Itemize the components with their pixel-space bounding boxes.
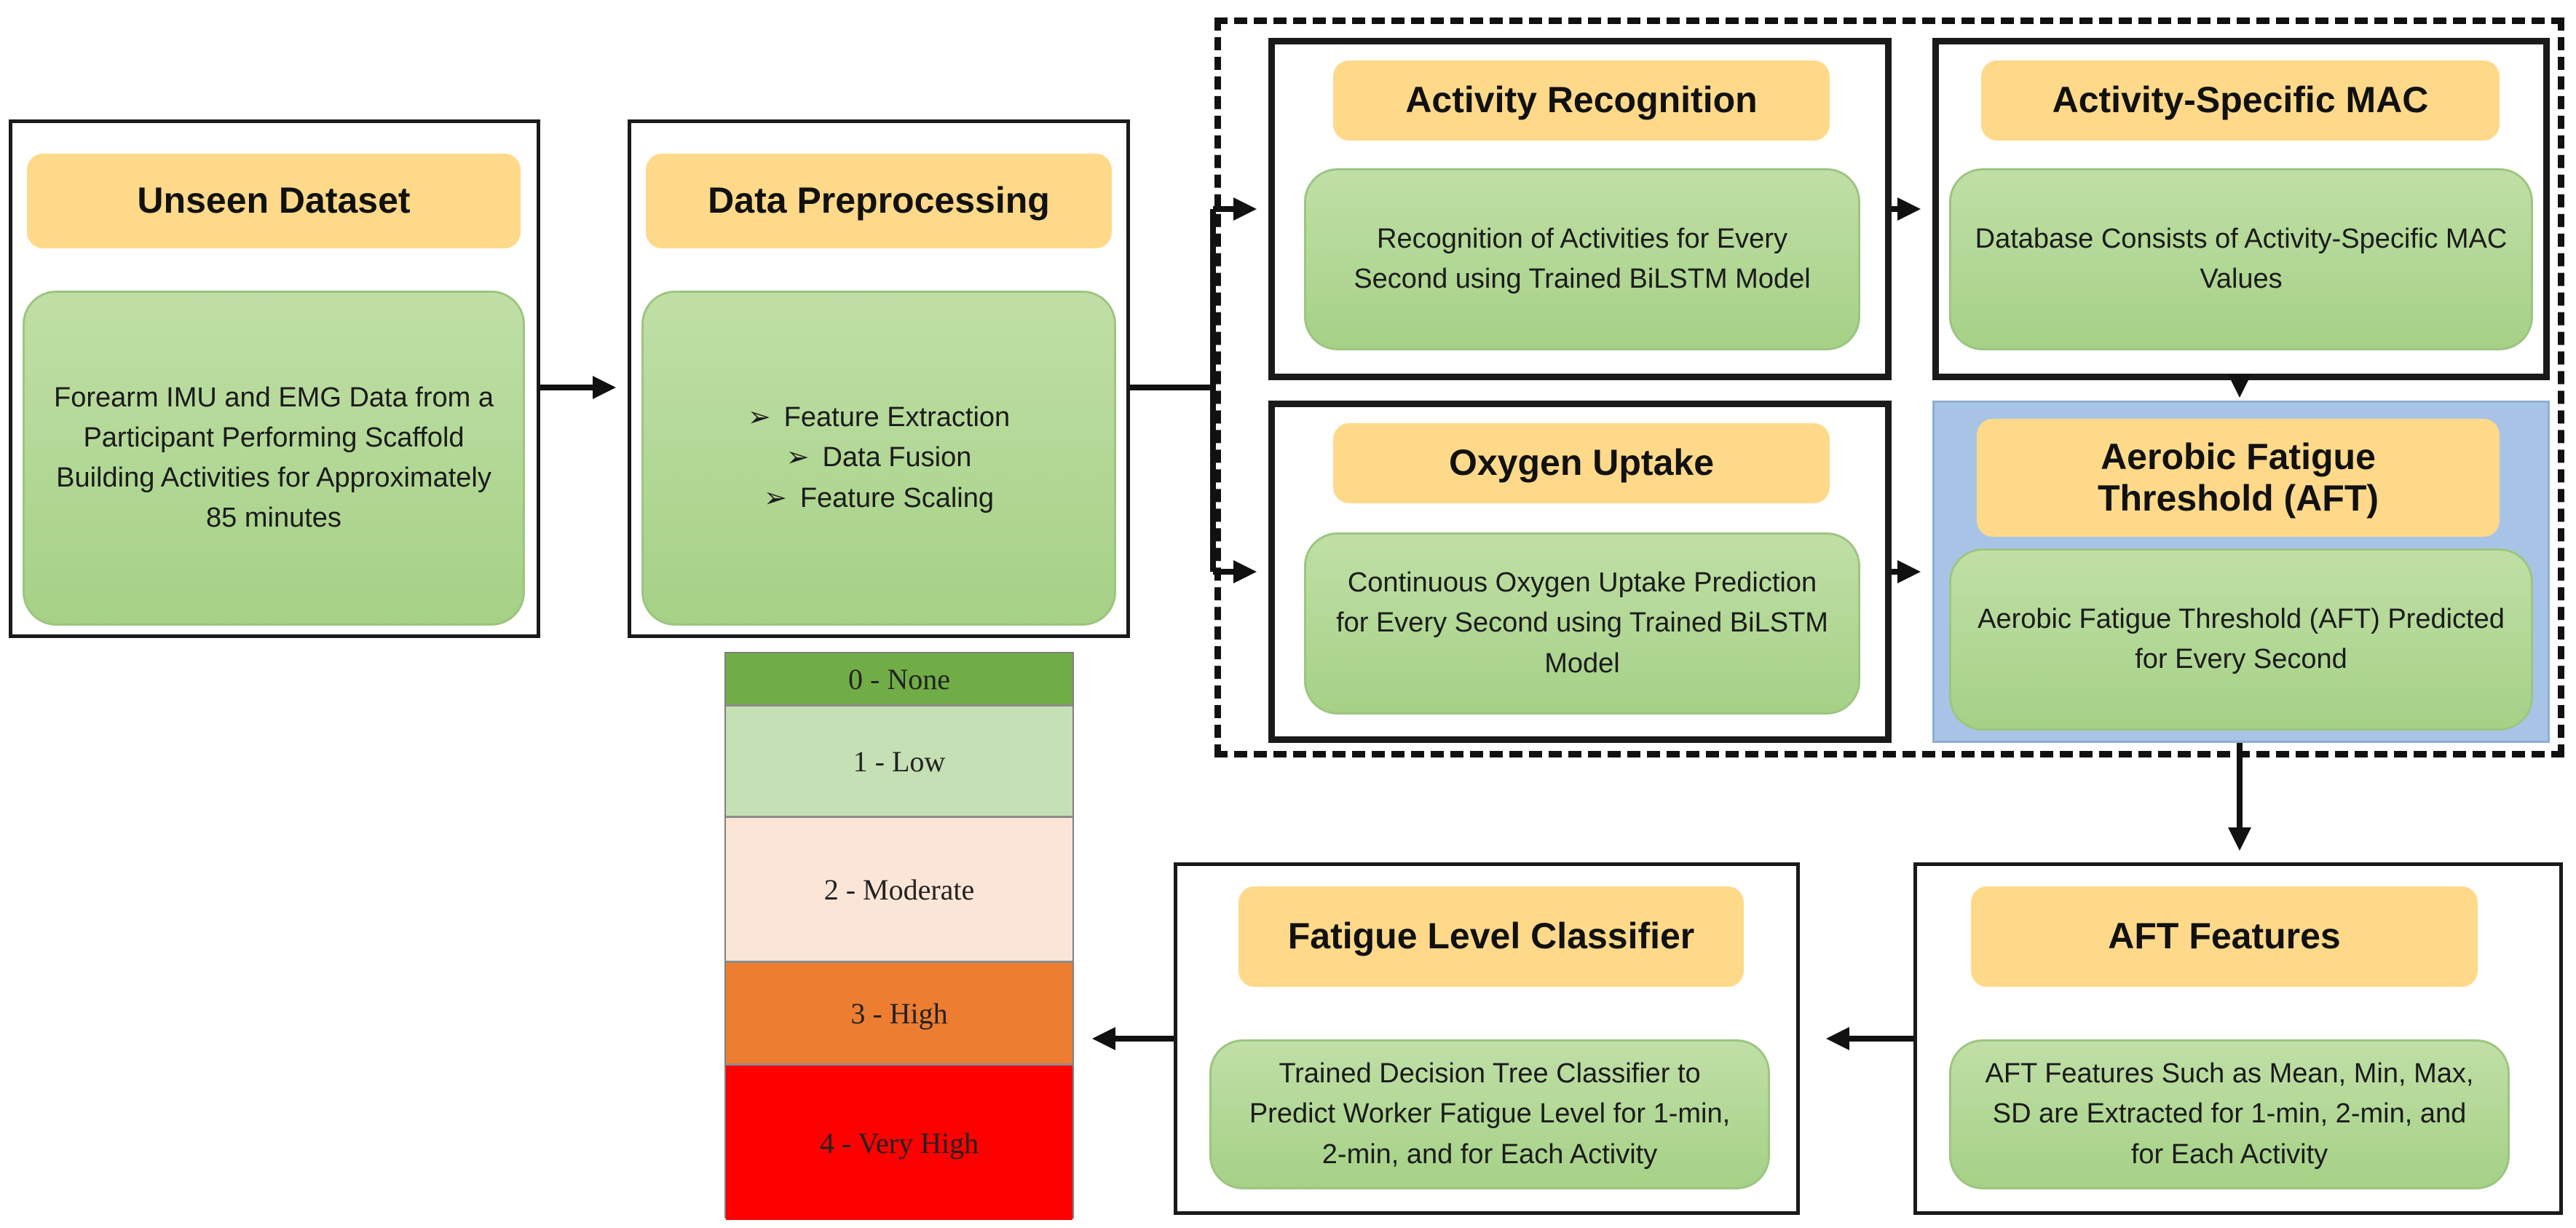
aft-description: Aerobic Fatigue Threshold (AFT) Predicte… xyxy=(1949,548,2533,731)
activity-recognition-panel: Activity Recognition Recognition of Acti… xyxy=(1268,38,1892,380)
fatigue-level-very-high: 4 - Very High xyxy=(726,1066,1072,1220)
preprocessing-step: Feature Scaling xyxy=(748,479,1010,519)
preprocessing-step-list: Feature Extraction Data Fusion Feature S… xyxy=(748,398,1010,518)
activity-specific-mac-panel: Activity-Specific MAC Database Consists … xyxy=(1932,38,2550,380)
data-preprocessing-panel: Data Preprocessing Feature Extraction Da… xyxy=(628,119,1130,638)
fatigue-classifier-description: Trained Decision Tree Classifier to Pred… xyxy=(1209,1039,1770,1189)
activity-specific-mac-title: Activity-Specific MAC xyxy=(1981,60,2500,141)
fatigue-classifier-panel: Fatigue Level Classifier Trained Decisio… xyxy=(1174,862,1800,1215)
oxygen-uptake-title: Oxygen Uptake xyxy=(1333,423,1830,503)
preprocessing-step: Data Fusion xyxy=(748,438,1010,478)
dashed-module-group xyxy=(1214,17,2564,757)
fatigue-level-none: 0 - None xyxy=(726,653,1072,707)
fatigue-level-high: 3 - High xyxy=(726,963,1072,1066)
oxygen-uptake-description: Continuous Oxygen Uptake Prediction for … xyxy=(1304,532,1860,715)
fatigue-classifier-title: Fatigue Level Classifier xyxy=(1238,886,1744,987)
aft-panel: Aerobic Fatigue Threshold (AFT) Aerobic … xyxy=(1932,401,2550,743)
activity-specific-mac-description: Database Consists of Activity-Specific M… xyxy=(1949,168,2533,350)
data-preprocessing-title: Data Preprocessing xyxy=(646,154,1112,248)
fatigue-level-low: 1 - Low xyxy=(726,707,1072,818)
connector-preprocessing-split xyxy=(1130,209,1216,572)
aft-features-panel: AFT Features AFT Features Such as Mean, … xyxy=(1913,862,2563,1215)
unseen-dataset-panel: Unseen Dataset Forearm IMU and EMG Data … xyxy=(9,119,540,638)
preprocessing-step: Feature Extraction xyxy=(748,398,1010,438)
oxygen-uptake-panel: Oxygen Uptake Continuous Oxygen Uptake P… xyxy=(1268,401,1892,743)
data-preprocessing-steps: Feature Extraction Data Fusion Feature S… xyxy=(641,291,1116,626)
unseen-dataset-description: Forearm IMU and EMG Data from a Particip… xyxy=(23,291,525,626)
aft-features-title: AFT Features xyxy=(1971,886,2478,987)
fatigue-level-scale: 0 - None 1 - Low 2 - Moderate 3 - High 4… xyxy=(724,652,1074,1220)
aft-title: Aerobic Fatigue Threshold (AFT) xyxy=(1977,419,2500,537)
fatigue-level-moderate: 2 - Moderate xyxy=(726,818,1072,963)
activity-recognition-description: Recognition of Activities for Every Seco… xyxy=(1304,168,1860,350)
aft-features-description: AFT Features Such as Mean, Min, Max, SD … xyxy=(1949,1039,2510,1189)
activity-recognition-title: Activity Recognition xyxy=(1333,60,1830,141)
unseen-dataset-title: Unseen Dataset xyxy=(27,154,521,248)
